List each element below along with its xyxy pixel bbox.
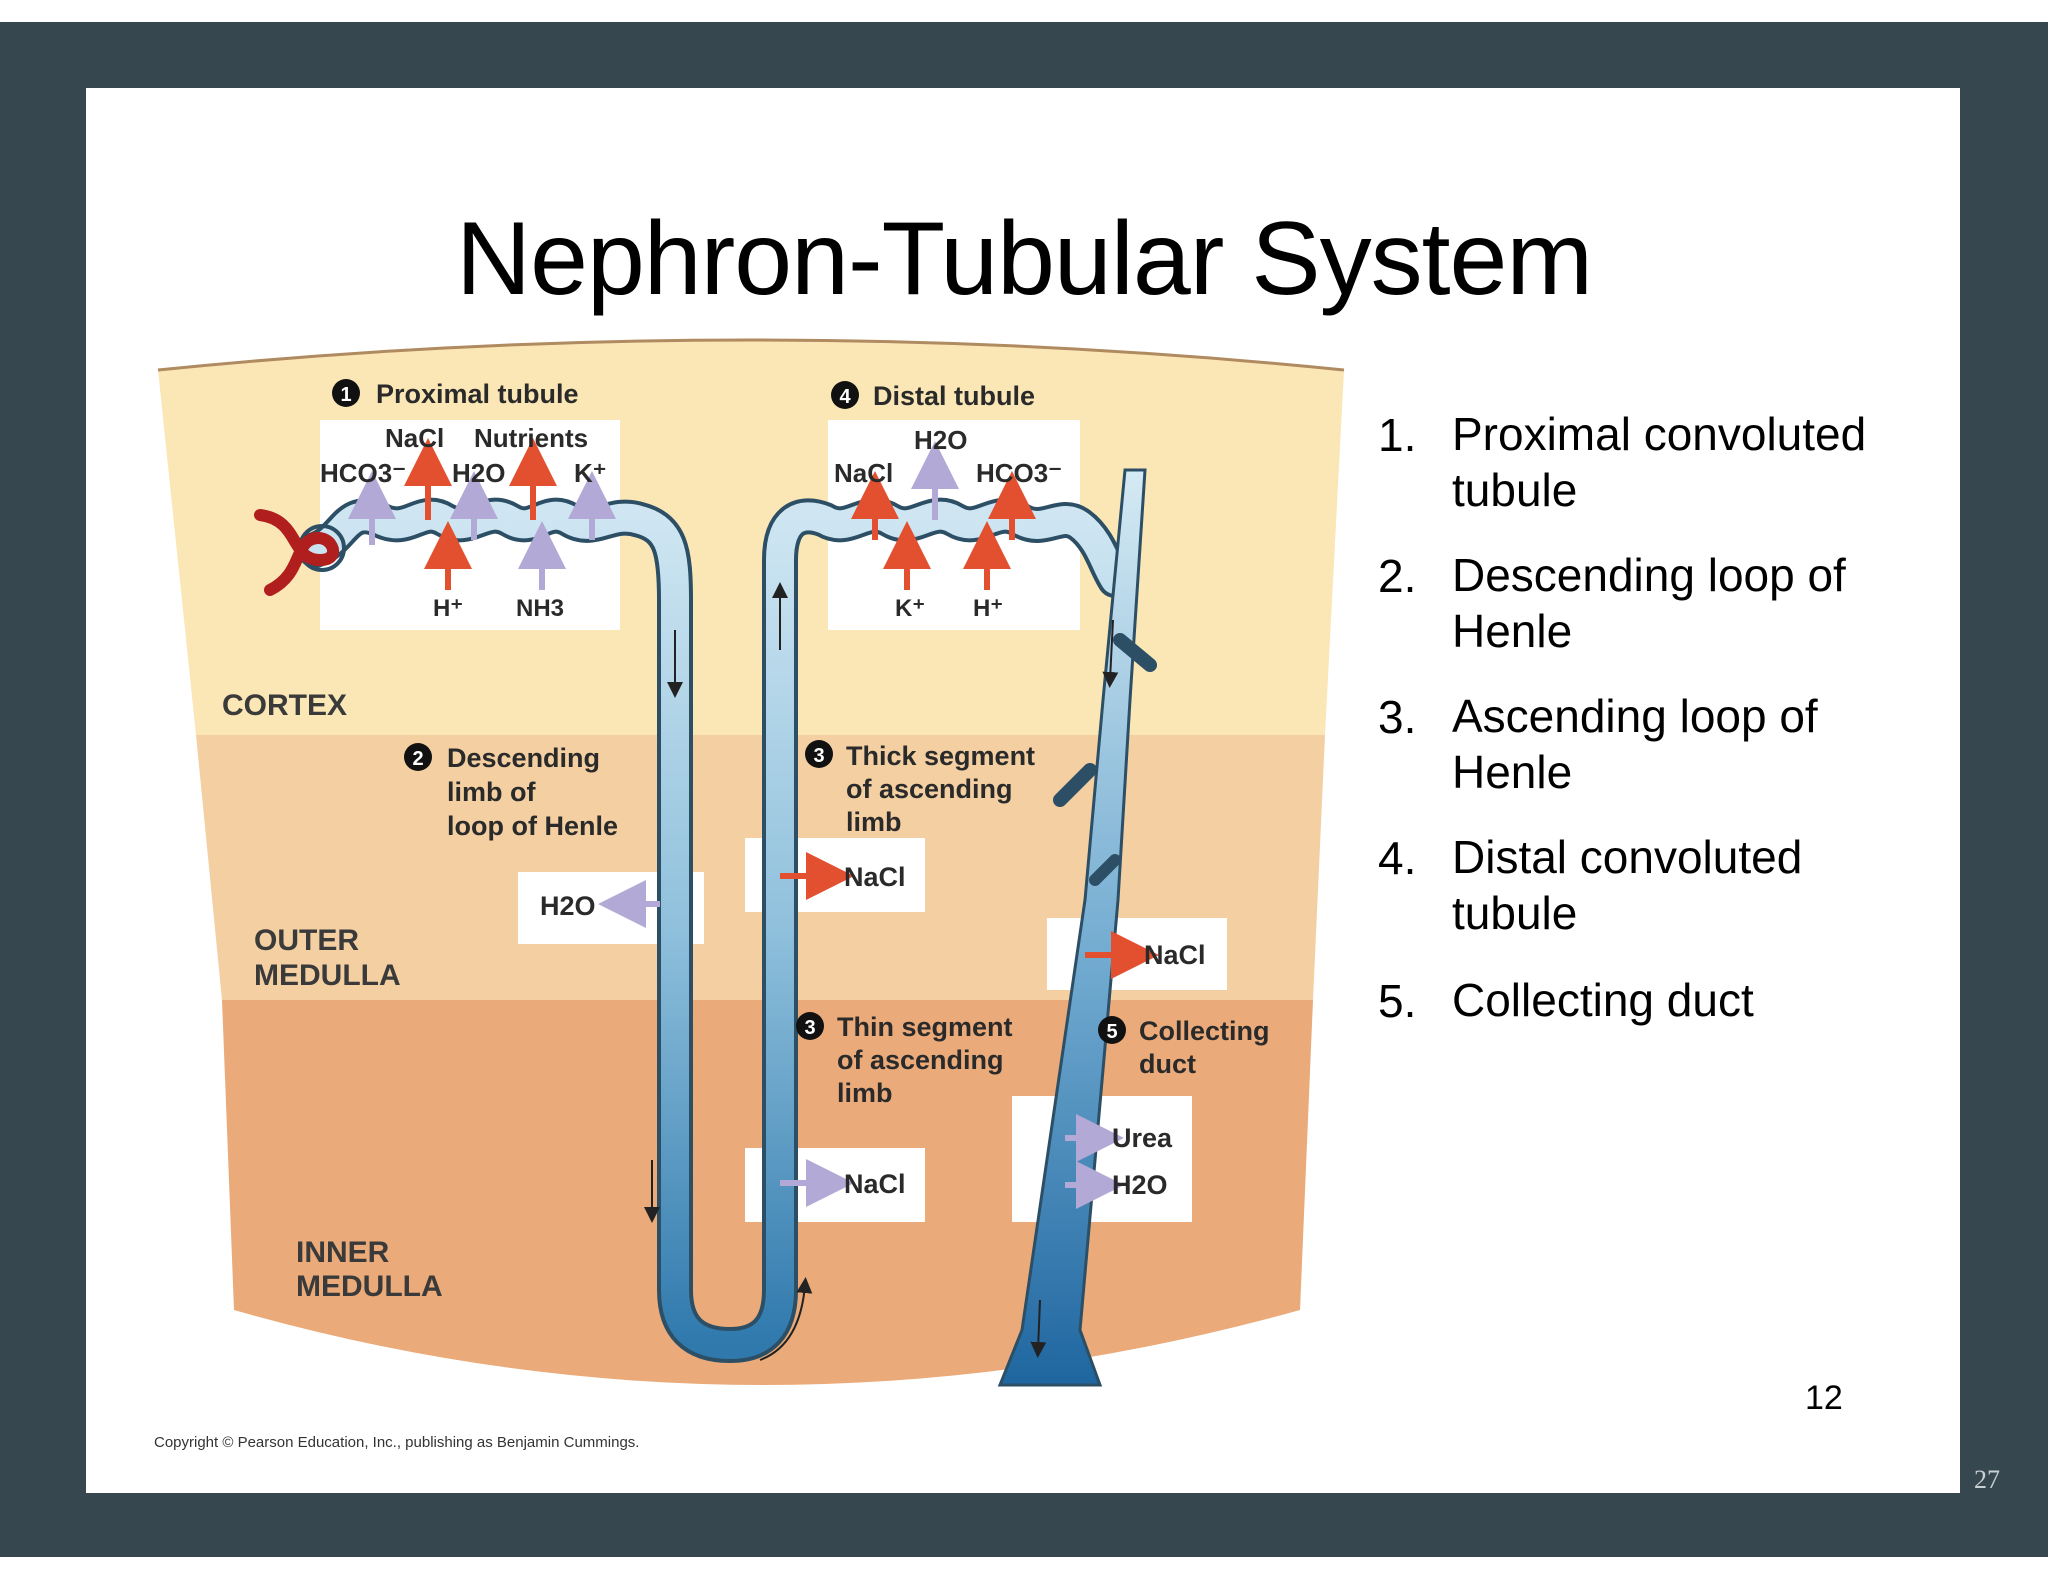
inner-cd-h2o-label: H2O <box>1112 1170 1168 1200</box>
proximal-nh3-label: NH3 <box>516 595 564 622</box>
svg-text:1: 1 <box>340 384 351 406</box>
segment-thin-line3: limb <box>837 1078 893 1108</box>
distal-hco3-label: HCO3⁻ <box>976 458 1062 488</box>
page-number: 27 <box>1974 1465 2000 1494</box>
svg-text:5: 5 <box>1106 1021 1117 1043</box>
segment-descending-marker: 2 <box>404 743 432 771</box>
copyright-text: Copyright © Pearson Education, Inc., pub… <box>154 1434 639 1451</box>
list-item-1: Proximal convoluted tubule <box>1452 406 1952 518</box>
list-item-4-line-2: tubule <box>1452 887 1578 939</box>
list-item-number-4: 4. <box>1378 832 1417 884</box>
segment-thin-line2: of ascending <box>837 1045 1004 1075</box>
svg-text:3: 3 <box>813 745 824 767</box>
collecting-duct <box>997 468 1147 1387</box>
list-item-number-2: 2. <box>1378 550 1417 602</box>
proximal-h2o-label: H2O <box>452 458 505 488</box>
duct-branch-1 <box>1113 633 1157 672</box>
svg-text:3: 3 <box>804 1017 815 1039</box>
outer-cd-nacl-label: NaCl <box>1144 940 1206 970</box>
segment-thin-marker: 3 <box>796 1012 824 1040</box>
distal-nacl-label: NaCl <box>834 458 893 488</box>
list-item-number-1: 1. <box>1378 409 1417 461</box>
thick-nacl-label: NaCl <box>844 862 906 892</box>
list-item-2-line-1: Descending loop of <box>1452 549 1846 601</box>
segment-proximal-label: Proximal tubule <box>376 379 579 409</box>
zone-inner-medulla-line1: INNER <box>296 1236 390 1269</box>
segment-descending-line3: loop of Henle <box>447 811 618 841</box>
list-item-1-line-2: tubule <box>1452 464 1578 516</box>
segment-collecting-line2: duct <box>1139 1049 1196 1079</box>
zone-outer-medulla-line1: OUTER <box>254 924 359 957</box>
inner-cd-box <box>1012 1096 1192 1222</box>
list-item-number-5: 5. <box>1378 975 1417 1027</box>
segment-thick-line3: limb <box>846 807 902 837</box>
segment-distal-marker: 4 <box>831 381 859 409</box>
list-item-number-3: 3. <box>1378 691 1417 743</box>
list-item-5-line-1: Collecting duct <box>1452 974 1754 1026</box>
list-item-2-line-2: Henle <box>1452 605 1573 657</box>
segment-thick-line2: of ascending <box>846 774 1013 804</box>
duct-branch-2 <box>1053 763 1097 807</box>
kidney-outline <box>157 338 1345 372</box>
list-item-5: Collecting duct <box>1452 972 1952 1028</box>
list-item-1-line-1: Proximal convoluted <box>1452 408 1867 460</box>
segment-distal-label: Distal tubule <box>873 381 1035 411</box>
svg-text:2: 2 <box>412 748 423 770</box>
duct-branch-3 <box>1089 854 1121 886</box>
segment-descending-line2: limb of <box>447 777 536 807</box>
segment-collecting-marker: 5 <box>1098 1016 1126 1044</box>
glomerulus <box>254 509 346 596</box>
descending-h2o-label: H2O <box>540 891 596 921</box>
distal-h2o-label: H2O <box>914 425 967 455</box>
zone-inner-medulla-line2: MEDULLA <box>296 1270 443 1303</box>
flow-arrow-down-3 <box>1102 619 1119 688</box>
segment-proximal-marker: 1 <box>332 379 360 407</box>
proximal-hco3-label: HCO3⁻ <box>320 458 406 488</box>
slide-title: Nephron-Tubular System <box>456 201 1593 317</box>
proximal-nutrients-label: Nutrients <box>474 423 588 453</box>
zone-outer-medulla-line2: MEDULLA <box>254 959 401 992</box>
flow-arrow-down-4 <box>1030 1299 1047 1358</box>
segment-thick-line1: Thick segment <box>846 741 1035 771</box>
distal-h-label: H⁺ <box>973 595 1003 622</box>
distal-k-label: K⁺ <box>895 595 925 622</box>
thin-nacl-label: NaCl <box>844 1169 906 1199</box>
list-item-3-line-2: Henle <box>1452 746 1573 798</box>
list-item-3-line-1: Ascending loop of <box>1452 690 1818 742</box>
segment-collecting-line1: Collecting <box>1139 1016 1270 1046</box>
segment-descending-line1: Descending <box>447 743 600 773</box>
inner-cd-urea-label: Urea <box>1112 1123 1173 1153</box>
svg-text:4: 4 <box>839 386 851 408</box>
proximal-h-label: H⁺ <box>433 595 463 622</box>
list-item-4: Distal convoluted tubule <box>1452 829 1952 941</box>
proximal-k-label: K⁺ <box>574 458 607 488</box>
list-item-3: Ascending loop of Henle <box>1452 688 1952 800</box>
list-item-4-line-1: Distal convoluted <box>1452 831 1803 883</box>
flow-arrow-curve <box>759 1277 813 1361</box>
segment-thick-marker: 3 <box>805 740 833 768</box>
proximal-nacl-label: NaCl <box>385 423 444 453</box>
slide-number: 12 <box>1805 1379 1843 1417</box>
segment-thin-line1: Thin segment <box>837 1012 1013 1042</box>
list-item-2: Descending loop of Henle <box>1452 547 1952 659</box>
zone-cortex-label: CORTEX <box>222 689 347 722</box>
